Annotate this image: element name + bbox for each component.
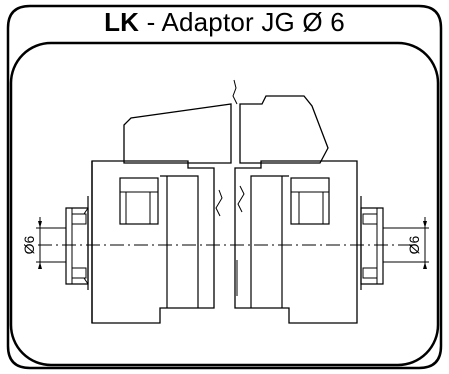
right-adaptor-collar-bottom xyxy=(362,267,378,279)
title-bar: LK - Adaptor JG Ø 6 xyxy=(0,2,449,42)
title-code: LK xyxy=(104,7,140,37)
left-slot xyxy=(119,177,159,225)
break-line-center-2 xyxy=(237,185,245,213)
title-separator: - xyxy=(139,7,162,37)
left-arrow-top xyxy=(38,221,42,228)
left-body xyxy=(91,160,215,324)
left-adaptor-seal-bottom xyxy=(72,277,89,285)
left-adaptor xyxy=(65,207,89,285)
right-adaptor-collar-top xyxy=(362,213,378,225)
right-body xyxy=(234,160,358,324)
title-name: Adaptor JG Ø 6 xyxy=(161,7,345,37)
left-adaptor-collar-bottom xyxy=(71,267,87,279)
break-line-upper xyxy=(232,79,238,105)
right-arrow-top xyxy=(423,221,427,228)
right-dimension-label: Ø6 xyxy=(406,235,422,254)
drawing-frame xyxy=(9,41,440,367)
right-body-step xyxy=(250,175,289,308)
page-title: LK - Adaptor JG Ø 6 xyxy=(104,7,345,37)
left-arrow-bottom xyxy=(38,262,42,269)
left-dimension-label: Ø6 xyxy=(21,235,37,254)
right-adaptor xyxy=(360,207,384,285)
title-frame xyxy=(6,4,443,370)
upper-plate-right xyxy=(239,95,329,164)
right-arrow-bottom xyxy=(423,262,427,269)
left-adaptor-collar-top xyxy=(71,213,87,225)
break-line-center xyxy=(215,189,223,217)
left-adaptor-seal-top xyxy=(72,207,89,215)
upper-plate-left xyxy=(123,103,232,164)
left-body-step xyxy=(160,175,199,308)
right-slot xyxy=(290,177,330,225)
